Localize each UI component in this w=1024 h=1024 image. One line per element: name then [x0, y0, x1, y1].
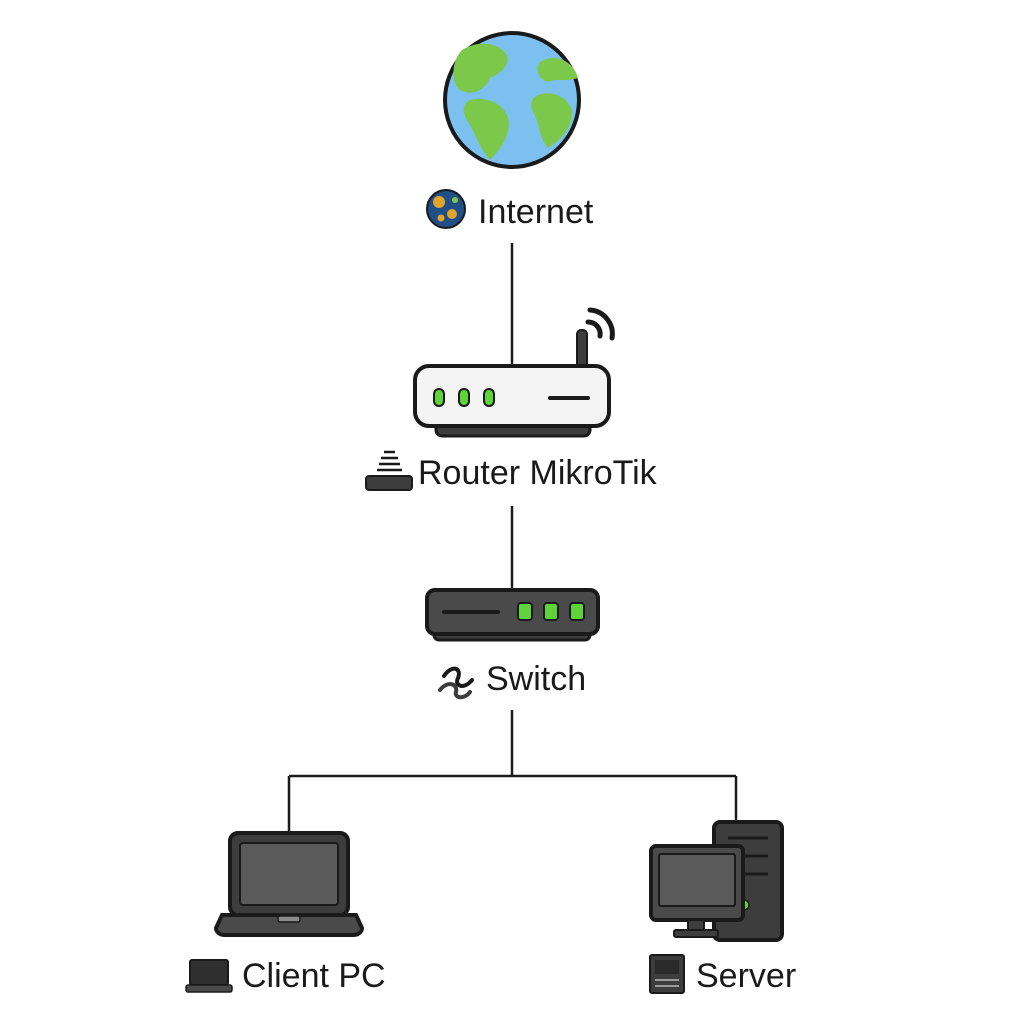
- node-client[interactable]: Client PC: [185, 831, 386, 995]
- globe-icon: [443, 31, 581, 169]
- desktop-server-icon: [649, 820, 784, 942]
- node-server[interactable]: Server: [649, 820, 796, 995]
- router-small-icon: [365, 450, 413, 491]
- client-label: Client PC: [242, 957, 386, 995]
- server-label: Server: [696, 957, 796, 995]
- laptop-small-icon: [185, 959, 233, 993]
- switch-icon: [425, 588, 600, 642]
- router-label: Router MikroTik: [418, 454, 658, 492]
- node-router[interactable]: Router MikroTik: [365, 307, 658, 492]
- switch-label: Switch: [486, 660, 586, 698]
- node-switch[interactable]: Switch: [425, 588, 600, 700]
- server-small-icon: [649, 954, 685, 994]
- switch-arrows-icon: [438, 666, 474, 700]
- internet-label: Internet: [478, 193, 594, 231]
- globe-small-icon: [426, 189, 466, 229]
- laptop-icon: [213, 831, 365, 937]
- node-internet[interactable]: Internet: [426, 31, 594, 231]
- router-icon: [413, 307, 615, 438]
- connections: [287, 243, 738, 833]
